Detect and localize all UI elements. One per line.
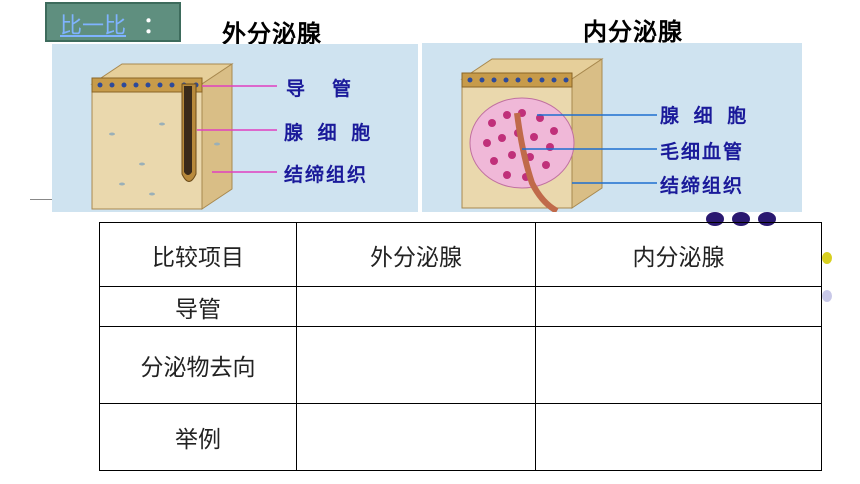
compare-link[interactable]: 比一比	[60, 14, 127, 39]
endocrine-gland-illustration	[460, 58, 657, 212]
tag-colon: ：	[143, 14, 166, 39]
divider-line	[30, 199, 52, 200]
row-label: 分泌物去向	[99, 326, 297, 404]
table-cell[interactable]	[535, 286, 822, 327]
exocrine-gland-illustration	[90, 63, 277, 210]
exocrine-gland-figure: 导 管 腺 细 胞 结缔组织	[52, 44, 418, 212]
table-header-row: 比较项目 外分泌腺 内分泌腺	[99, 222, 822, 287]
table-cell[interactable]	[296, 286, 536, 327]
label-gland-cell: 腺 细 胞	[660, 105, 751, 127]
heading-endocrine: 内分泌腺	[583, 18, 683, 46]
label-gland-cell: 腺 细 胞	[284, 122, 375, 144]
label-connective-tissue: 结缔组织	[284, 164, 369, 186]
comparison-table: 比较项目 外分泌腺 内分泌腺 导管 分泌物去向 举例	[99, 222, 822, 471]
table-row: 举例	[99, 403, 822, 471]
table-cell[interactable]	[296, 403, 536, 471]
header-cell: 比较项目	[99, 222, 297, 287]
slide-tag-box	[45, 2, 181, 42]
row-label: 举例	[99, 403, 297, 471]
table-cell[interactable]	[296, 326, 536, 404]
label-connective-tissue: 结缔组织	[660, 175, 745, 197]
row-label: 导管	[99, 286, 297, 327]
endocrine-gland-figure: 腺 细 胞 毛细血管 结缔组织	[422, 43, 802, 212]
label-duct: 导 管	[286, 78, 356, 100]
table-row: 导管	[99, 286, 822, 327]
table-row: 分泌物去向	[99, 326, 822, 404]
header-cell: 外分泌腺	[296, 222, 536, 287]
decor-dot	[822, 290, 832, 302]
decor-dot	[822, 252, 832, 264]
table-cell[interactable]	[535, 403, 822, 471]
header-cell: 内分泌腺	[535, 222, 822, 287]
heading-exocrine: 外分泌腺	[222, 20, 322, 48]
table-cell[interactable]	[535, 326, 822, 404]
label-capillary: 毛细血管	[660, 141, 745, 163]
